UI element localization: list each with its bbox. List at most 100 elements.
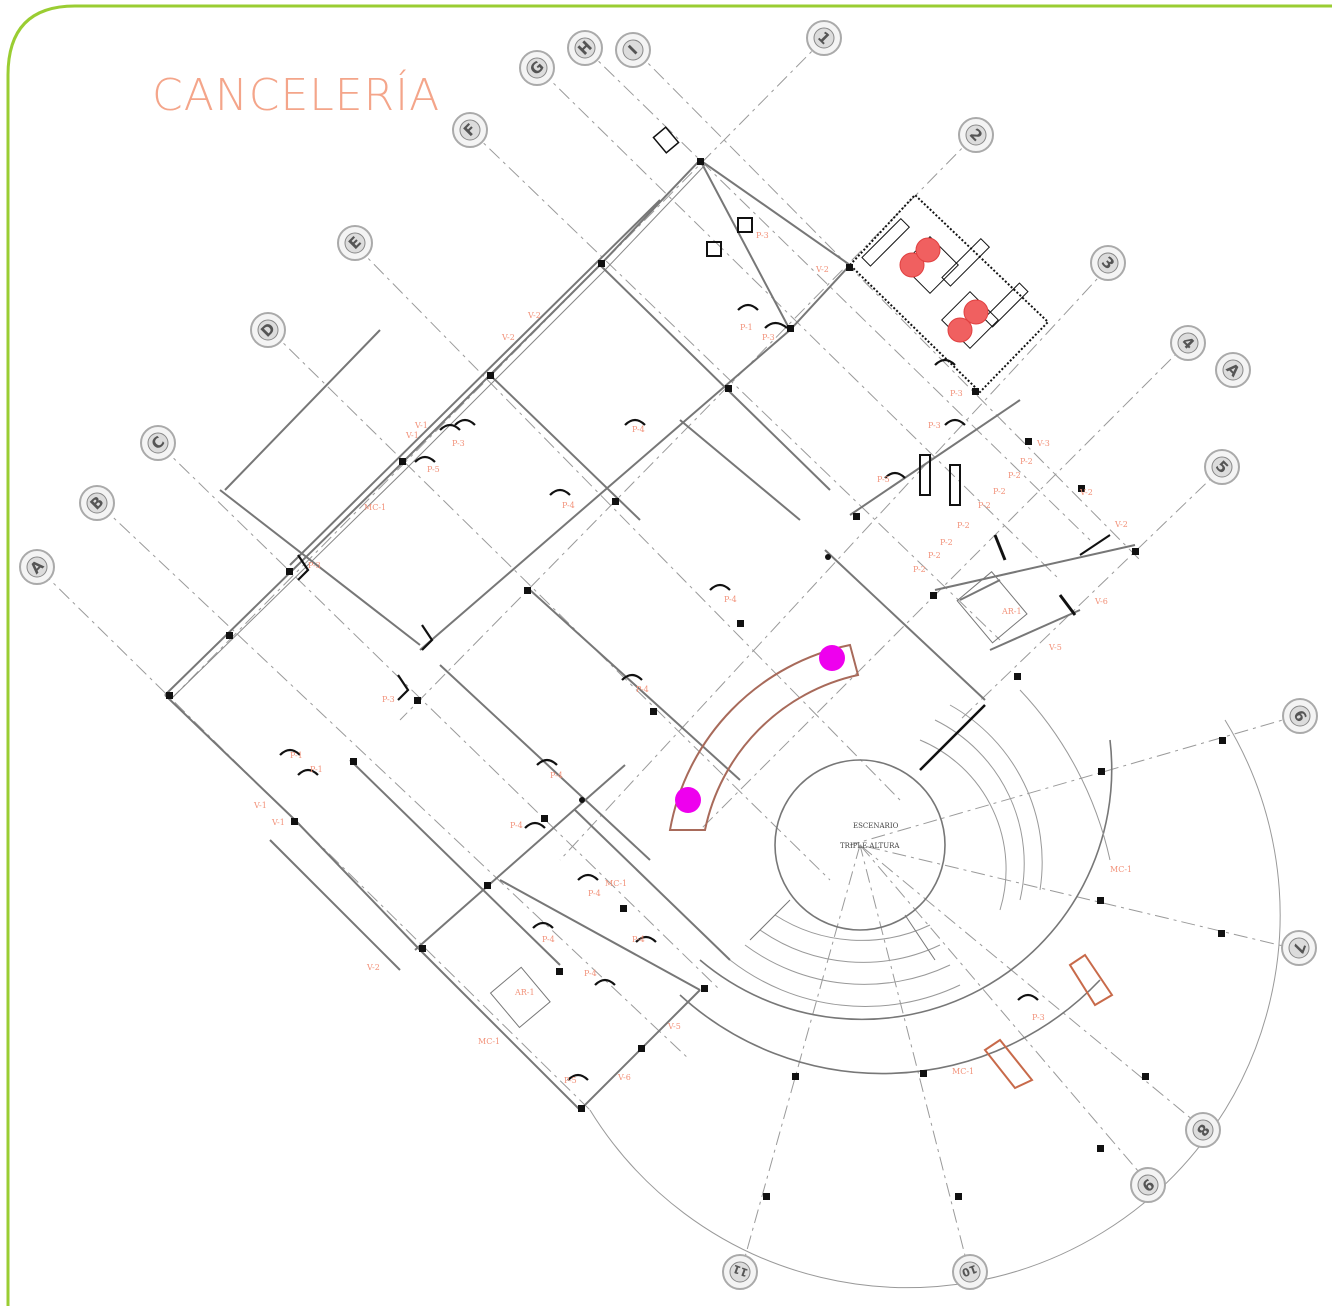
tag: P-3 bbox=[1032, 1013, 1045, 1022]
column bbox=[1132, 548, 1139, 555]
svg-text:10: 10 bbox=[960, 1262, 979, 1280]
tag: P-4 bbox=[632, 425, 645, 434]
column bbox=[1142, 1073, 1149, 1080]
tag: P-1 bbox=[740, 323, 753, 332]
grid-line-10 bbox=[859, 844, 971, 1276]
tag: V-5 bbox=[667, 1022, 681, 1031]
seat-row-1 bbox=[729, 959, 961, 1007]
column bbox=[556, 968, 563, 975]
door-swing bbox=[1017, 993, 1039, 1001]
svg-text:11: 11 bbox=[731, 1262, 750, 1279]
door-swing bbox=[279, 748, 301, 756]
door-swing bbox=[737, 303, 759, 311]
column bbox=[541, 815, 548, 822]
tag: MC-1 bbox=[605, 879, 627, 888]
tag: P-3 bbox=[382, 695, 395, 704]
grid-line-e bbox=[354, 244, 901, 801]
grid-line-d bbox=[269, 329, 831, 881]
grid-line-g bbox=[539, 69, 1061, 581]
tag: V-1 bbox=[253, 801, 267, 810]
wc-stall bbox=[919, 454, 931, 496]
grid-marker-4a: A bbox=[1215, 352, 1251, 388]
tag: V-6 bbox=[1094, 597, 1108, 606]
door-swing bbox=[414, 455, 436, 463]
ring-outer bbox=[679, 979, 1101, 1075]
column bbox=[484, 882, 491, 889]
wall-service-east bbox=[934, 544, 1136, 591]
fixture bbox=[706, 241, 722, 257]
column bbox=[612, 498, 619, 505]
bench-3 bbox=[983, 282, 1029, 328]
stair-south bbox=[489, 966, 551, 1029]
wall-room-top-2 bbox=[489, 374, 641, 521]
door-swing bbox=[944, 418, 966, 426]
wall-corridor-2 bbox=[419, 329, 791, 651]
grid-marker-10: 10 bbox=[952, 1254, 988, 1290]
tag: MC-1 bbox=[952, 1067, 974, 1076]
tag: P-2 bbox=[993, 487, 1006, 496]
column bbox=[286, 568, 293, 575]
stairs bbox=[489, 571, 1028, 1029]
column bbox=[166, 692, 173, 699]
fixture bbox=[737, 217, 753, 233]
ring-north bbox=[1019, 689, 1111, 861]
grid-marker-2: 2 bbox=[958, 117, 994, 153]
fixture-line bbox=[993, 534, 1007, 561]
tag: V-6 bbox=[617, 1073, 631, 1082]
grid-line-i bbox=[634, 49, 1141, 561]
tag: V-2 bbox=[501, 333, 515, 342]
tag: P-2 bbox=[913, 565, 926, 574]
tag: P-1 bbox=[310, 765, 323, 774]
door-swing bbox=[594, 978, 616, 986]
grid-line-9 bbox=[859, 844, 1151, 1186]
grid-line-f bbox=[469, 129, 1001, 641]
grid-line-h bbox=[584, 47, 1091, 541]
tag: P-3 bbox=[762, 333, 775, 342]
grid-line-6 bbox=[849, 714, 1301, 846]
tag: P-2 bbox=[957, 521, 970, 530]
grid-line-c bbox=[159, 444, 721, 991]
door-swing bbox=[577, 873, 599, 881]
tag: P-4 bbox=[632, 935, 645, 944]
column bbox=[846, 264, 853, 271]
door-frame bbox=[652, 126, 680, 154]
grid-line-7 bbox=[859, 844, 1301, 951]
tag: V-2 bbox=[815, 265, 829, 274]
wing-walls bbox=[164, 158, 1136, 1112]
grid-line-1 bbox=[169, 37, 826, 701]
door-swing bbox=[764, 321, 788, 329]
grid-line-4 bbox=[699, 339, 1191, 831]
tag: P-3 bbox=[928, 421, 941, 430]
columns bbox=[166, 158, 1226, 1200]
tag: AR-1 bbox=[1001, 607, 1022, 616]
column bbox=[697, 158, 704, 165]
tag: V-2 bbox=[366, 963, 380, 972]
tag: P-4 bbox=[542, 935, 555, 944]
door-swing bbox=[439, 423, 461, 431]
seat-row-e2 bbox=[934, 719, 1025, 901]
auditorium: ESCENARIO TRIPLE ALTURA bbox=[589, 643, 1281, 1289]
tag: P-2 bbox=[928, 551, 941, 560]
tag: P-3 bbox=[452, 439, 465, 448]
tag: V-1 bbox=[271, 818, 285, 827]
column bbox=[787, 325, 794, 332]
grid-line-b bbox=[99, 504, 691, 1061]
frame-border bbox=[6, 4, 1332, 1306]
column bbox=[1014, 673, 1021, 680]
tag: P-4 bbox=[550, 771, 563, 780]
column bbox=[1098, 768, 1105, 775]
tag: P-3 bbox=[308, 561, 321, 570]
grid-marker-a: A bbox=[19, 549, 55, 585]
column bbox=[1078, 485, 1085, 492]
column bbox=[350, 758, 357, 765]
grid-line-3 bbox=[559, 264, 1111, 861]
column bbox=[419, 945, 426, 952]
column bbox=[853, 513, 860, 520]
column bbox=[1097, 1145, 1104, 1152]
stage-circle bbox=[774, 759, 946, 931]
column bbox=[399, 458, 406, 465]
grid-marker-b: B bbox=[79, 485, 115, 521]
tag: P-3 bbox=[950, 389, 963, 398]
